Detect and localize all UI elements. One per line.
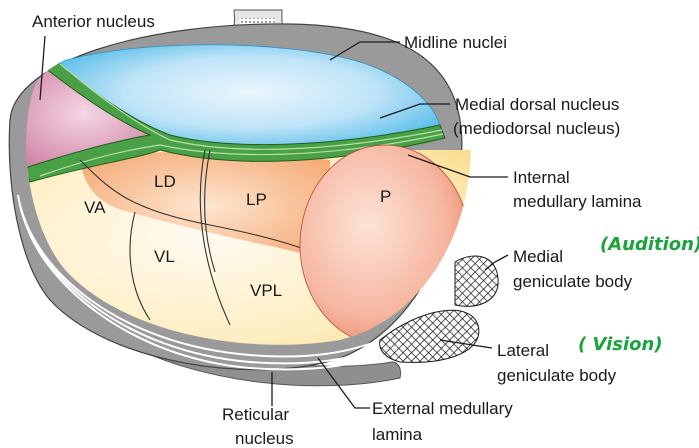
reticular-label-line1: Reticular xyxy=(222,405,289,424)
region-label-p: P xyxy=(380,187,391,206)
vision-annotation: ( Vision) xyxy=(578,334,663,355)
internal-lamina-label-line1: Internal xyxy=(513,168,570,187)
region-label-vpl: VPL xyxy=(250,281,282,300)
region-label-ld: LD xyxy=(154,172,176,191)
medial-dorsal-label-line1: Medial dorsal nucleus xyxy=(455,95,619,114)
midline-nuclei-label: Midline nuclei xyxy=(404,33,507,52)
region-label-vl: VL xyxy=(154,247,175,266)
medial-geniculate-shape xyxy=(455,256,498,306)
medial-geniculate-label-line1: Medial xyxy=(513,247,563,266)
reticular-label-line2: nucleus xyxy=(235,429,294,448)
external-lamina-label-line1: External medullary xyxy=(372,399,513,418)
lateral-geniculate-label-line1: Lateral xyxy=(497,341,549,360)
region-label-lp: LP xyxy=(246,190,267,209)
lateral-geniculate-label-line2: geniculate body xyxy=(497,366,617,385)
anterior-nucleus-label: Anterior nucleus xyxy=(32,12,155,31)
region-label-va: VA xyxy=(84,198,106,217)
internal-lamina-label-line2: medullary lamina xyxy=(513,192,642,211)
audition-annotation: (Audition) xyxy=(600,234,699,255)
medial-geniculate-label-line2: geniculate body xyxy=(513,272,633,291)
medial-dorsal-label-line2: (mediodorsal nucleus) xyxy=(453,119,620,138)
external-lamina-label-line2: lamina xyxy=(372,425,423,444)
